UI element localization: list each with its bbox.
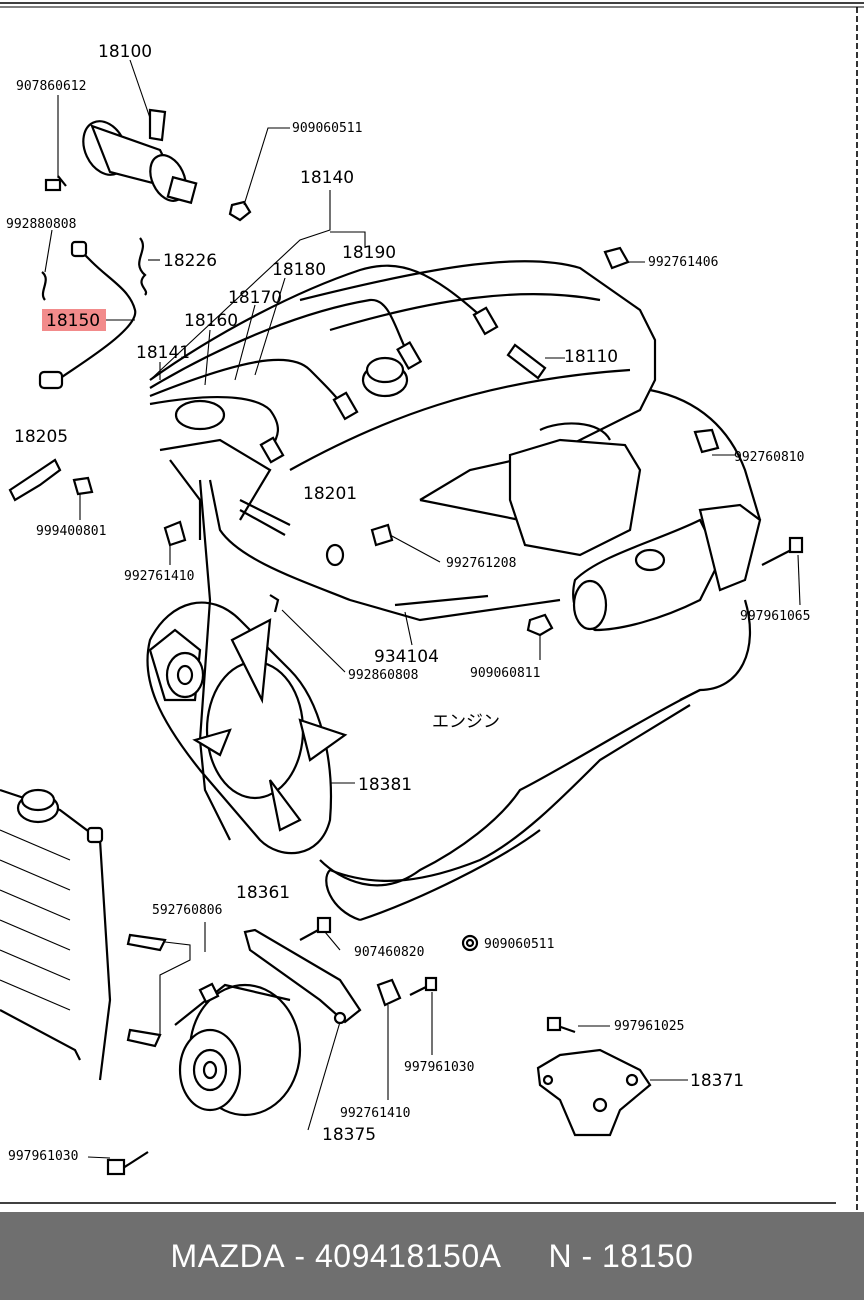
label-997961030-left[interactable]: 997961030	[8, 1149, 78, 1164]
label-592760806[interactable]: 592760806	[152, 903, 222, 918]
label-909060811[interactable]: 909060811	[470, 666, 540, 681]
label-934104[interactable]: 934104	[374, 647, 439, 667]
label-18150[interactable]: 18150	[46, 311, 100, 331]
label-907460820[interactable]: 907460820	[354, 945, 424, 960]
label-997961065[interactable]: 997961065	[740, 609, 810, 624]
footer-banner: MAZDA - 409418150A N - 18150	[0, 1212, 864, 1300]
label-992761410-mid[interactable]: 992761410	[124, 569, 194, 584]
label-992880808[interactable]: 992880808	[6, 217, 76, 232]
label-18226[interactable]: 18226	[163, 251, 217, 271]
clip-992880808	[41, 229, 53, 301]
fan-and-belt	[146, 594, 355, 855]
nut-909060511-top	[228, 127, 290, 222]
footer-code: N - 18150	[548, 1237, 694, 1274]
label-18100[interactable]: 18100	[98, 42, 152, 62]
label-997961030-mid[interactable]: 997961030	[404, 1060, 474, 1075]
label-999400801[interactable]: 999400801	[36, 524, 106, 539]
highlight-18150	[42, 309, 106, 331]
alternator	[87, 916, 479, 1176]
footer-separator: -	[285, 1237, 315, 1274]
wire-18150	[38, 240, 137, 390]
spark-plug-wires	[149, 190, 499, 464]
label-18180[interactable]: 18180	[272, 260, 326, 280]
label-909060511-top[interactable]: 909060511	[292, 121, 362, 136]
radiator	[0, 788, 112, 1081]
label-18371[interactable]: 18371	[690, 1071, 744, 1091]
clip-18226	[138, 237, 160, 296]
label-18375[interactable]: 18375	[322, 1125, 376, 1145]
label-992760810[interactable]: 992760810	[734, 450, 804, 465]
parts-diagram: 18100 907860612 909060511 18140 99288080…	[0, 2, 864, 1212]
label-992761410-bot[interactable]: 992761410	[340, 1106, 410, 1121]
ignition-coil	[82, 59, 198, 205]
label-18190[interactable]: 18190	[342, 243, 396, 263]
label-18140[interactable]: 18140	[300, 168, 354, 188]
footer-part-number: 409418150A	[314, 1237, 502, 1274]
label-18361[interactable]: 18361	[236, 883, 290, 903]
bolt-907860612	[44, 95, 67, 192]
label-18110[interactable]: 18110	[564, 347, 618, 367]
label-18141[interactable]: 18141	[136, 343, 190, 363]
label-907860612[interactable]: 907860612	[16, 79, 86, 94]
clip-992761406	[603, 246, 645, 270]
footer-brand: MAZDA	[170, 1237, 286, 1274]
label-997961025[interactable]: 997961025	[614, 1019, 684, 1034]
label-18170[interactable]: 18170	[228, 288, 282, 308]
engine-block	[8, 260, 804, 922]
label-909060511-bot[interactable]: 909060511	[484, 937, 554, 952]
bracket-18371	[536, 1016, 688, 1137]
label-992761406[interactable]: 992761406	[648, 255, 718, 270]
label-992860808[interactable]: 992860808	[348, 668, 418, 683]
label-18205[interactable]: 18205	[14, 427, 68, 447]
label-992761208[interactable]: 992761208	[446, 556, 516, 571]
label-engine-jp[interactable]: エンジン	[432, 712, 500, 732]
label-18160[interactable]: 18160	[184, 311, 238, 331]
label-18381[interactable]: 18381	[358, 775, 412, 795]
footer-gap	[501, 1238, 548, 1275]
label-18201[interactable]: 18201	[303, 484, 357, 504]
